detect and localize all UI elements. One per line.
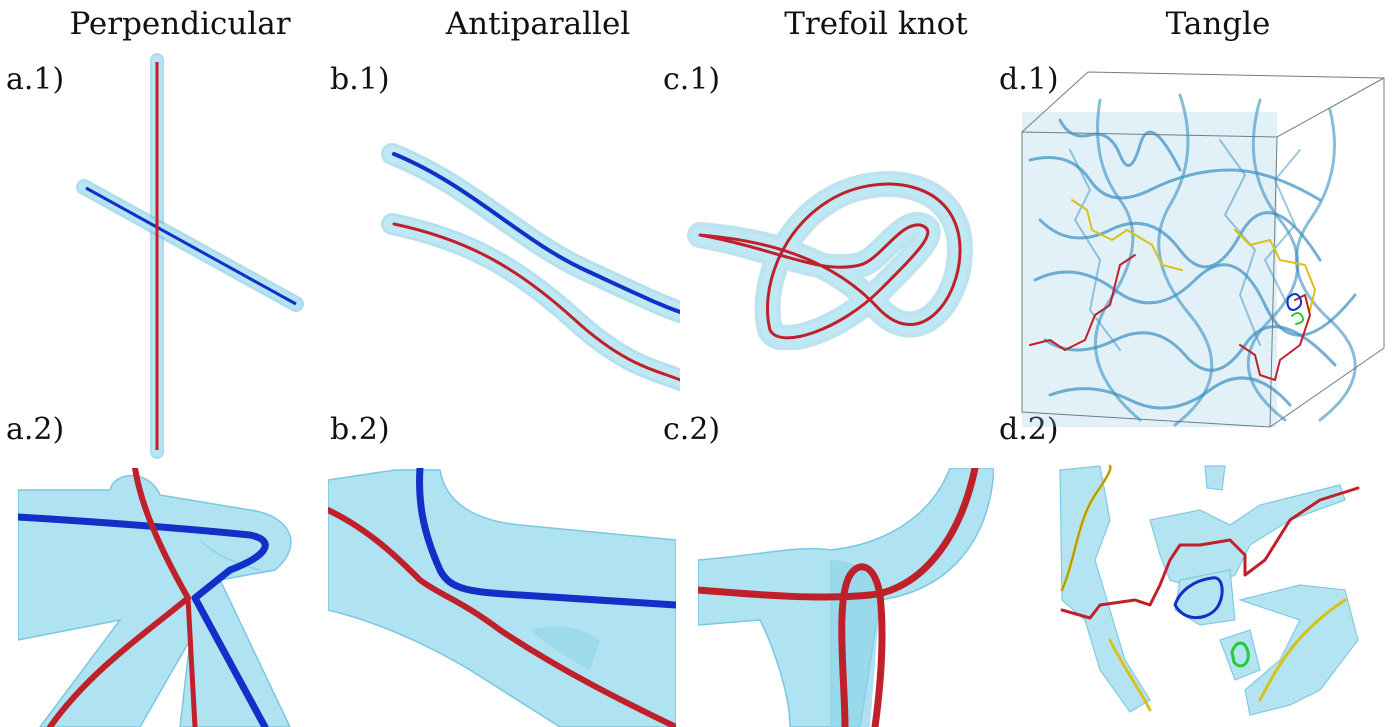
- column-title-antiparallel: Antiparallel: [445, 6, 631, 42]
- column-title-perpendicular: Perpendicular: [69, 6, 291, 42]
- panel-d2-tangle-zoom-image: [1055, 462, 1361, 727]
- panel-a1-perpendicular-image: [76, 53, 304, 459]
- panel-label-a1: a.1): [6, 62, 65, 97]
- panel-label-c1: c.1): [663, 62, 721, 97]
- panel-label-d2: d.2): [999, 412, 1059, 447]
- panel-label-a2: a.2): [6, 412, 65, 447]
- panel-d1-tangle-image: [1021, 71, 1385, 428]
- panel-a2-perpendicular-zoom-image: [18, 468, 310, 727]
- panel-b1-antiparallel-image: [381, 143, 680, 392]
- panel-b2-antiparallel-zoom-image: [328, 468, 676, 727]
- column-title-tangle: Tangle: [1165, 6, 1271, 42]
- panel-label-b2: b.2): [330, 412, 390, 447]
- panel-label-c2: c.2): [663, 412, 721, 447]
- panel-label-d1: d.1): [999, 62, 1059, 97]
- column-title-trefoil-knot: Trefoil knot: [784, 6, 968, 42]
- panel-c2-trefoil-zoom-image: [698, 468, 994, 727]
- panel-label-b1: b.1): [330, 62, 390, 97]
- panel-c1-trefoil-knot-image: [687, 171, 973, 350]
